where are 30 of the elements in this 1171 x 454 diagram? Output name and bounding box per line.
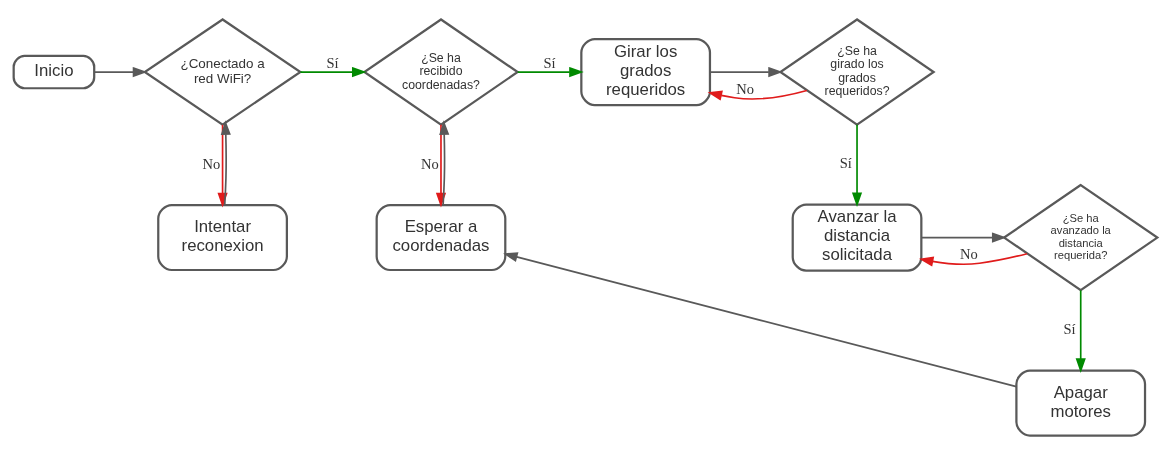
- arrow: [707, 89, 808, 100]
- node-box: Girar los grados requeridos: [580, 37, 712, 106]
- edge-label: Sí: [326, 54, 339, 71]
- edge-label: Sí: [1063, 320, 1076, 337]
- edge-label: No: [420, 155, 439, 172]
- node-box: Avanzar la distancia solicitada: [791, 202, 923, 272]
- node-box: Intentar reconexion: [157, 203, 288, 271]
- edge-label: Sí: [543, 54, 556, 71]
- node-box: Inicio: [12, 54, 96, 89]
- arrow: [503, 251, 1018, 387]
- edge-label: Sí: [839, 154, 852, 171]
- arrow: [1075, 289, 1086, 373]
- arrow: [220, 119, 231, 206]
- arrow: [918, 252, 1028, 267]
- node-diamond: ¿Conectado a red WiFi?: [142, 17, 303, 126]
- node-box: Esperar a coordenadas: [375, 203, 507, 271]
- arrow: [93, 66, 148, 77]
- node-diamond: ¿Se ha girado los grados requeridos?: [778, 17, 936, 126]
- edge-label: No: [736, 80, 755, 97]
- arrow: [516, 66, 584, 77]
- arrow: [439, 119, 450, 206]
- arrow: [920, 231, 1007, 243]
- node-box: Apagar motores: [1015, 369, 1147, 437]
- arrow: [299, 66, 367, 77]
- node-diamond: ¿Se ha recibido coordenadas?: [362, 17, 520, 126]
- edge-label: No: [202, 155, 221, 172]
- arrow: [709, 66, 783, 77]
- edge-label: No: [960, 245, 978, 262]
- node-diamond: ¿Se ha avanzado la distancia requerida?: [1002, 183, 1160, 291]
- arrow: [851, 123, 863, 207]
